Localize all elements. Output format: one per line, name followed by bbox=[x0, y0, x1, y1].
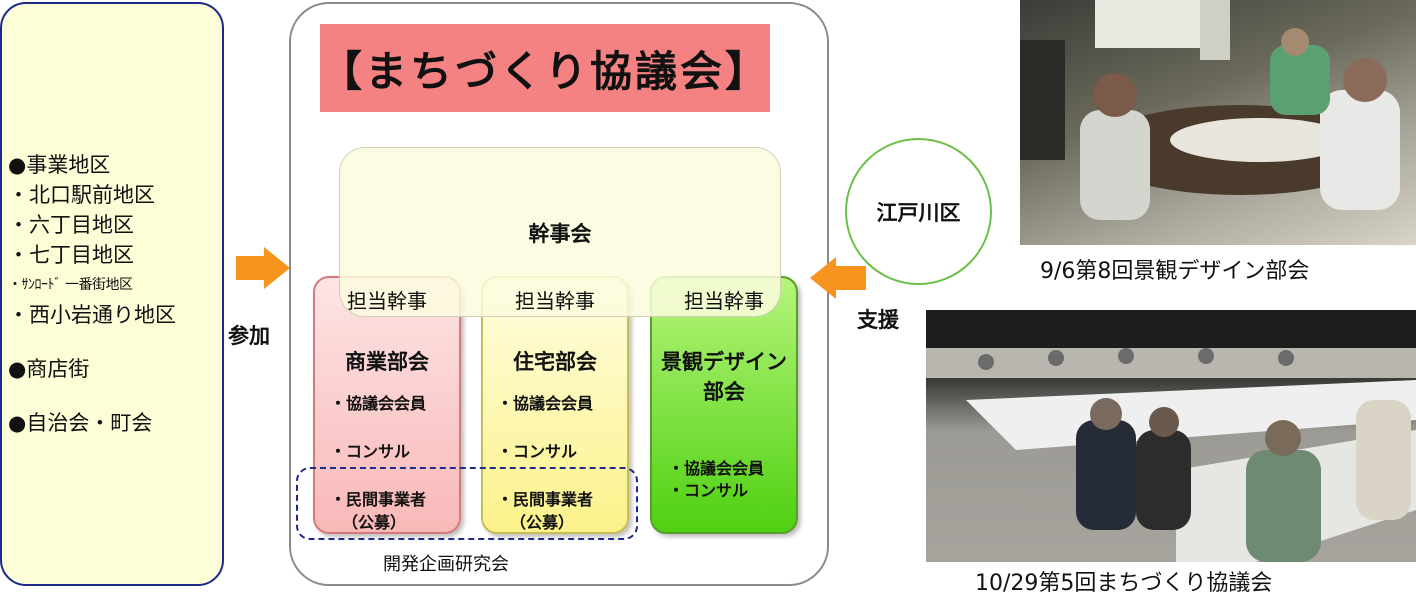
district-item: ・七丁目地区 bbox=[8, 243, 134, 267]
district-item: ・六丁目地区 bbox=[8, 213, 134, 237]
dev-study-group-label: 開発企画研究会 bbox=[383, 554, 509, 575]
housing-subcommittee bbox=[481, 276, 629, 534]
landscape-title-line2: 部会 bbox=[703, 380, 745, 404]
district-heading: ●事業地区 bbox=[8, 153, 111, 177]
meeting-photo-council bbox=[926, 310, 1416, 562]
edogawa-ward-circle: 江戸川区 bbox=[845, 138, 992, 285]
housing-title: 住宅部会 bbox=[513, 350, 597, 374]
participate-arrow-body bbox=[236, 256, 266, 280]
kanjikai-box bbox=[339, 147, 781, 317]
meeting-photo-landscape-design bbox=[1020, 0, 1416, 245]
participants-list: ●事業地区 ・北口駅前地区 ・六丁目地区 ・七丁目地区 ・ｻﾝﾛｰﾄﾞ 一番街地… bbox=[8, 150, 222, 438]
commerce-item-consultant: ・コンサル bbox=[330, 442, 411, 461]
participants-panel bbox=[0, 2, 224, 586]
support-arrow-body bbox=[834, 266, 866, 290]
participate-label: 参加 bbox=[228, 324, 270, 348]
commerce-item-private: ・民間事業者 bbox=[330, 490, 427, 509]
commerce-subcommittee bbox=[313, 276, 461, 534]
shopping-street: ●商店街 bbox=[8, 357, 90, 381]
dev-study-group-box bbox=[296, 467, 638, 540]
tanto-label-commerce: 担当幹事 bbox=[347, 289, 427, 313]
participate-arrow-icon bbox=[264, 247, 290, 289]
commerce-title: 商業部会 bbox=[345, 350, 429, 374]
kanjikai-label: 幹事会 bbox=[528, 222, 592, 246]
housing-item-public: （公募） bbox=[510, 513, 575, 532]
district-item: ・西小岩通り地区 bbox=[8, 303, 176, 327]
landscape-title-line1: 景観デザイン bbox=[661, 350, 787, 374]
support-label: 支援 bbox=[857, 308, 899, 332]
housing-item-consultant: ・コンサル bbox=[497, 442, 578, 461]
council-title: 【まちづくり協議会】 bbox=[320, 24, 770, 112]
photo1-caption: 9/6第8回景観デザイン部会 bbox=[1040, 259, 1310, 284]
commerce-item-members: ・協議会会員 bbox=[330, 394, 427, 413]
tanto-label-landscape: 担当幹事 bbox=[684, 289, 764, 313]
housing-item-private: ・民間事業者 bbox=[497, 490, 594, 509]
commerce-item-public: （公募） bbox=[342, 513, 407, 532]
landscape-item-consultant: ・コンサル bbox=[668, 481, 749, 500]
landscape-subcommittee bbox=[650, 276, 798, 534]
support-arrow-icon bbox=[810, 257, 836, 299]
photo2-caption: 10/29第5回まちづくり協議会 bbox=[975, 571, 1273, 596]
district-item-small: ・ｻﾝﾛｰﾄﾞ 一番街地区 bbox=[8, 277, 133, 293]
residents-assoc: ●自治会・町会 bbox=[8, 411, 153, 435]
landscape-item-members: ・協議会会員 bbox=[668, 459, 765, 478]
district-item: ・北口駅前地区 bbox=[8, 183, 155, 207]
housing-item-members: ・協議会会員 bbox=[497, 394, 594, 413]
tanto-label-housing: 担当幹事 bbox=[515, 289, 595, 313]
